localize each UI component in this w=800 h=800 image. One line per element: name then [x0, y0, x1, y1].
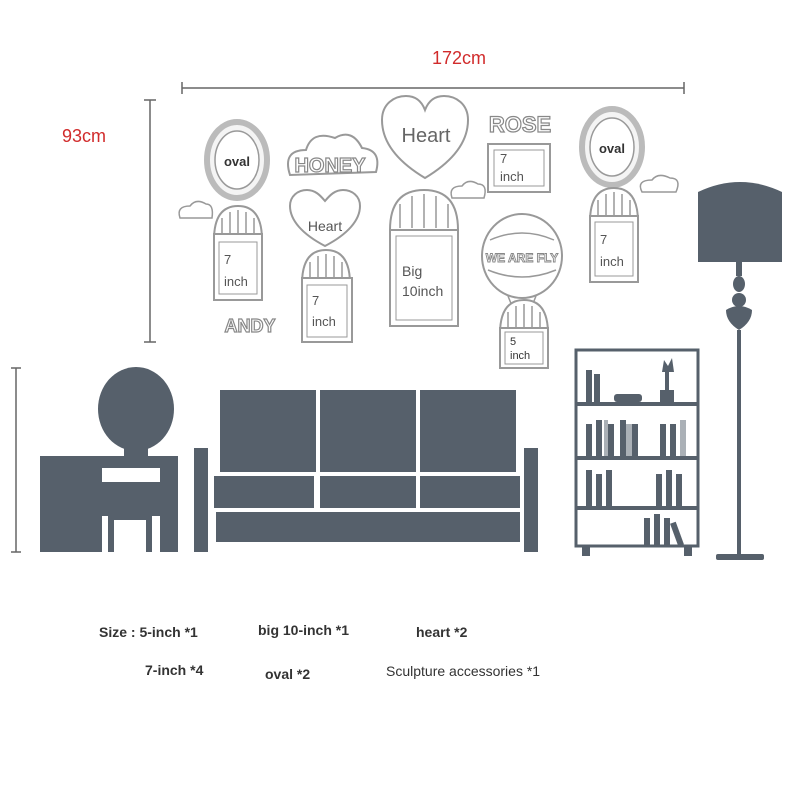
- frame-a-unit: inch: [500, 169, 524, 184]
- rose-7inch-frame: 7 inch: [487, 143, 551, 193]
- cloud-small-right: [639, 174, 679, 193]
- height-dimension-line: [144, 99, 156, 343]
- frame-d-number: 7: [600, 232, 607, 247]
- furniture-height-line: [11, 367, 21, 553]
- oval-frame-left: oval: [204, 119, 270, 201]
- bookshelf: [574, 348, 700, 556]
- sofa: [194, 390, 538, 552]
- cage-frame-right: 7 inch: [589, 187, 639, 283]
- big-frame-line2: 10inch: [402, 283, 443, 299]
- cage-frame-middle: 7 inch: [301, 249, 353, 343]
- small-heart-frame: Heart: [288, 188, 362, 248]
- balloon-label: WE ARE FLY: [486, 251, 558, 265]
- floor-lamp: [698, 182, 782, 560]
- heart-large-label: Heart: [402, 125, 451, 147]
- width-dimension-label: 172cm: [432, 48, 487, 68]
- balloon-frame: WE ARE FLY: [481, 213, 563, 307]
- summary-accessories: Sculpture accessories *1: [386, 663, 541, 679]
- rose-label: ROSE: [489, 112, 551, 137]
- large-heart-frame: Heart: [380, 94, 470, 180]
- oval-right-label: oval: [599, 141, 625, 156]
- andy-label: ANDY: [224, 316, 275, 336]
- dressing-table: [40, 367, 178, 552]
- summary-7inch: 7-inch *4: [145, 662, 204, 678]
- oval-left-label: oval: [224, 154, 250, 169]
- frame-five-unit: inch: [510, 350, 530, 362]
- summary-size-5inch: Size : 5-inch *1: [99, 624, 198, 640]
- honey-cloud: HONEY: [287, 133, 379, 178]
- frame-five-number: 5: [510, 336, 516, 348]
- summary-oval: oval *2: [265, 666, 311, 682]
- heart-small-label: Heart: [308, 218, 342, 234]
- cage-frame-5inch: 5 inch: [499, 299, 549, 369]
- summary-heart: heart *2: [416, 624, 468, 640]
- honey-label: HONEY: [294, 155, 366, 177]
- summary-big-10inch: big 10-inch *1: [258, 622, 350, 638]
- height-dimension-label: 93cm: [62, 126, 107, 146]
- width-dimension-line: [181, 82, 685, 94]
- frame-d-unit: inch: [600, 254, 624, 269]
- big-frame-line1: Big: [402, 263, 422, 279]
- frame-b-number: 7: [224, 252, 231, 267]
- frame-c-number: 7: [312, 293, 319, 308]
- frame-a-number: 7: [500, 151, 507, 166]
- cage-frame-big: Big 10inch: [388, 188, 460, 327]
- oval-frame-right: oval: [579, 106, 645, 188]
- cage-frame-left: 7 inch: [213, 205, 263, 301]
- cloud-small-mid: [450, 180, 486, 199]
- frame-c-unit: inch: [312, 314, 336, 329]
- frame-b-unit: inch: [224, 274, 248, 289]
- cloud-small-left: [178, 200, 214, 219]
